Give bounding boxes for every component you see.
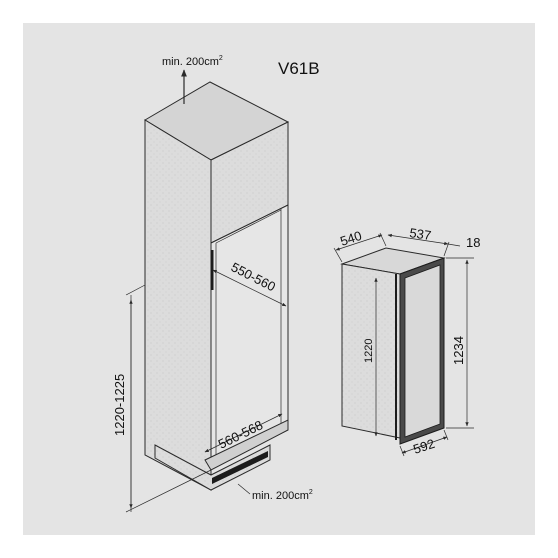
door-thickness-dimension: 18 <box>447 235 480 250</box>
appliance-width-label: 537 <box>409 225 433 243</box>
model-label: V61B <box>278 59 320 78</box>
bottom-ventilation: min. 200cm2 <box>237 483 313 502</box>
appliance-total-height-dimension: 1234 <box>446 257 474 429</box>
door-width-dimension: 592 <box>399 429 449 457</box>
door-width-label: 592 <box>411 436 436 457</box>
top-ventilation: min. 200cm2 <box>162 55 223 104</box>
door-thickness-label: 18 <box>466 235 480 250</box>
bottom-vent-slot <box>212 451 268 484</box>
cabinet-side-panel <box>144 119 212 491</box>
niche-height-label: 1220-1225 <box>112 374 127 436</box>
niche-height-dimension: 1220-1225 <box>112 284 212 513</box>
appliance-body-height-dimension: 1220 <box>363 277 378 437</box>
ventilation-top-label: min. 200cm2 <box>162 55 223 68</box>
appliance-body-height-label: 1220 <box>363 339 375 363</box>
appliance-depth-label: 540 <box>338 228 363 249</box>
appliance-door-glass <box>404 264 441 438</box>
installation-diagram: min. 200cm2 V61B 550-560 560-568 1220-12… <box>112 55 480 513</box>
appliance <box>340 247 446 445</box>
appliance-total-height-label: 1234 <box>451 336 466 365</box>
appliance-depth-dimension: 540 <box>333 228 387 263</box>
niche-inner-top <box>215 209 282 244</box>
drawing-panel: min. 200cm2 V61B 550-560 560-568 1220-12… <box>23 23 535 535</box>
ventilation-bottom-label: min. 200cm2 <box>252 489 313 502</box>
